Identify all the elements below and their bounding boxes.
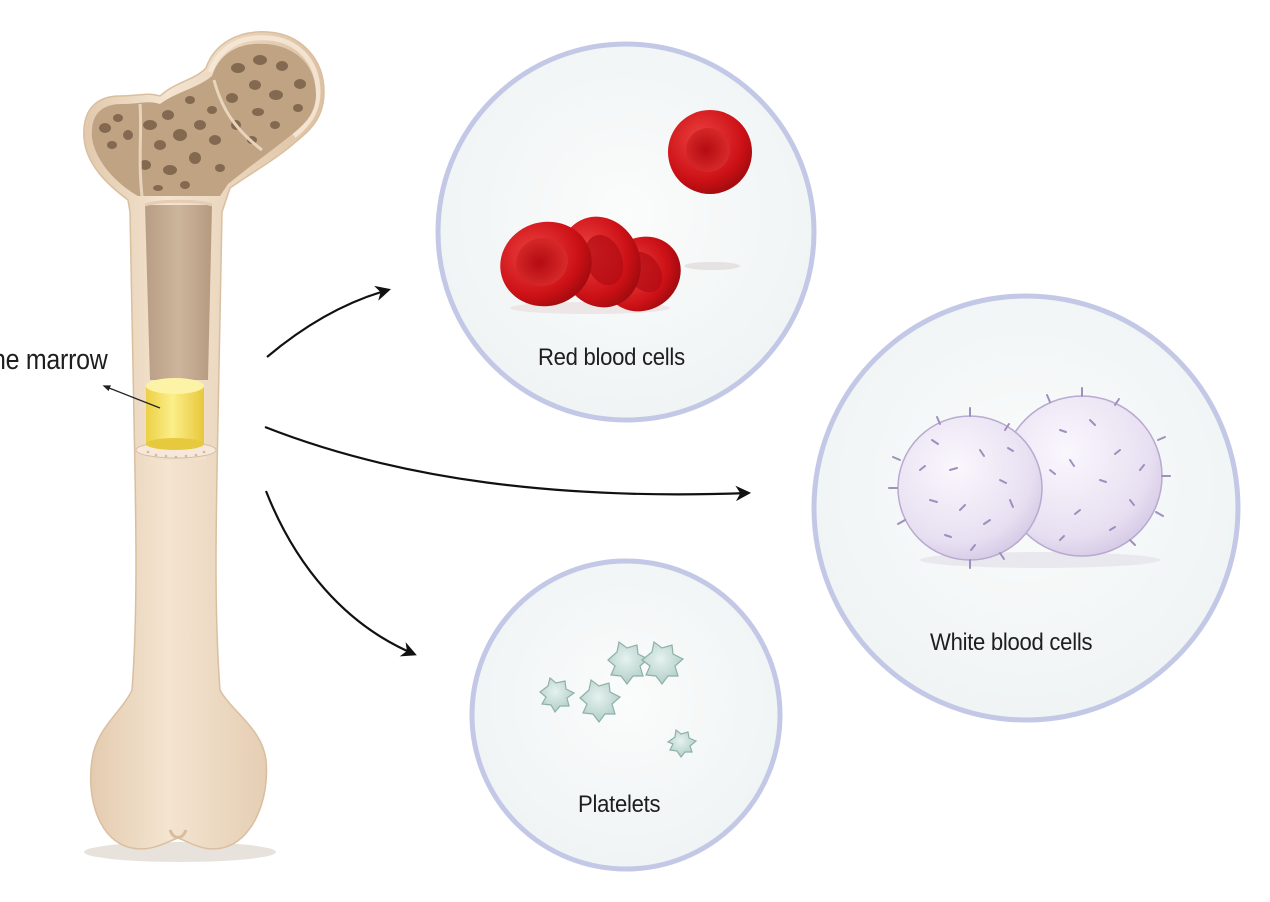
- platelet: [607, 640, 650, 685]
- arrows: [264, 285, 752, 657]
- arrow-to-white-cells: [264, 425, 752, 502]
- bone-marrow-label: ne marrow: [0, 344, 108, 376]
- red-blood-cells-panel: [435, 41, 817, 423]
- platelet: [641, 640, 685, 685]
- platelet-group: [539, 640, 698, 759]
- platelet: [666, 728, 698, 759]
- platelets-panel: [469, 558, 783, 872]
- red-blood-cells-label: Red blood cells: [538, 344, 685, 371]
- white-blood-cells-panel: [811, 293, 1241, 723]
- arrow-to-platelets: [264, 490, 417, 657]
- spongy-bone-pores: [99, 55, 306, 191]
- bone-marrow-plug: [146, 378, 204, 450]
- white-cell-front: [897, 415, 1043, 561]
- arrow-to-red-cells: [266, 285, 391, 358]
- bone: [83, 31, 325, 862]
- marrow-pointer-line: [102, 385, 161, 409]
- red-cell-single: [668, 110, 752, 270]
- platelets-label: Platelets: [578, 791, 661, 818]
- platelet: [539, 676, 576, 714]
- white-blood-cells-label: White blood cells: [930, 629, 1093, 656]
- platelet: [579, 678, 622, 723]
- red-cell-cluster: [500, 216, 681, 314]
- white-cell-villi: [888, 387, 1171, 569]
